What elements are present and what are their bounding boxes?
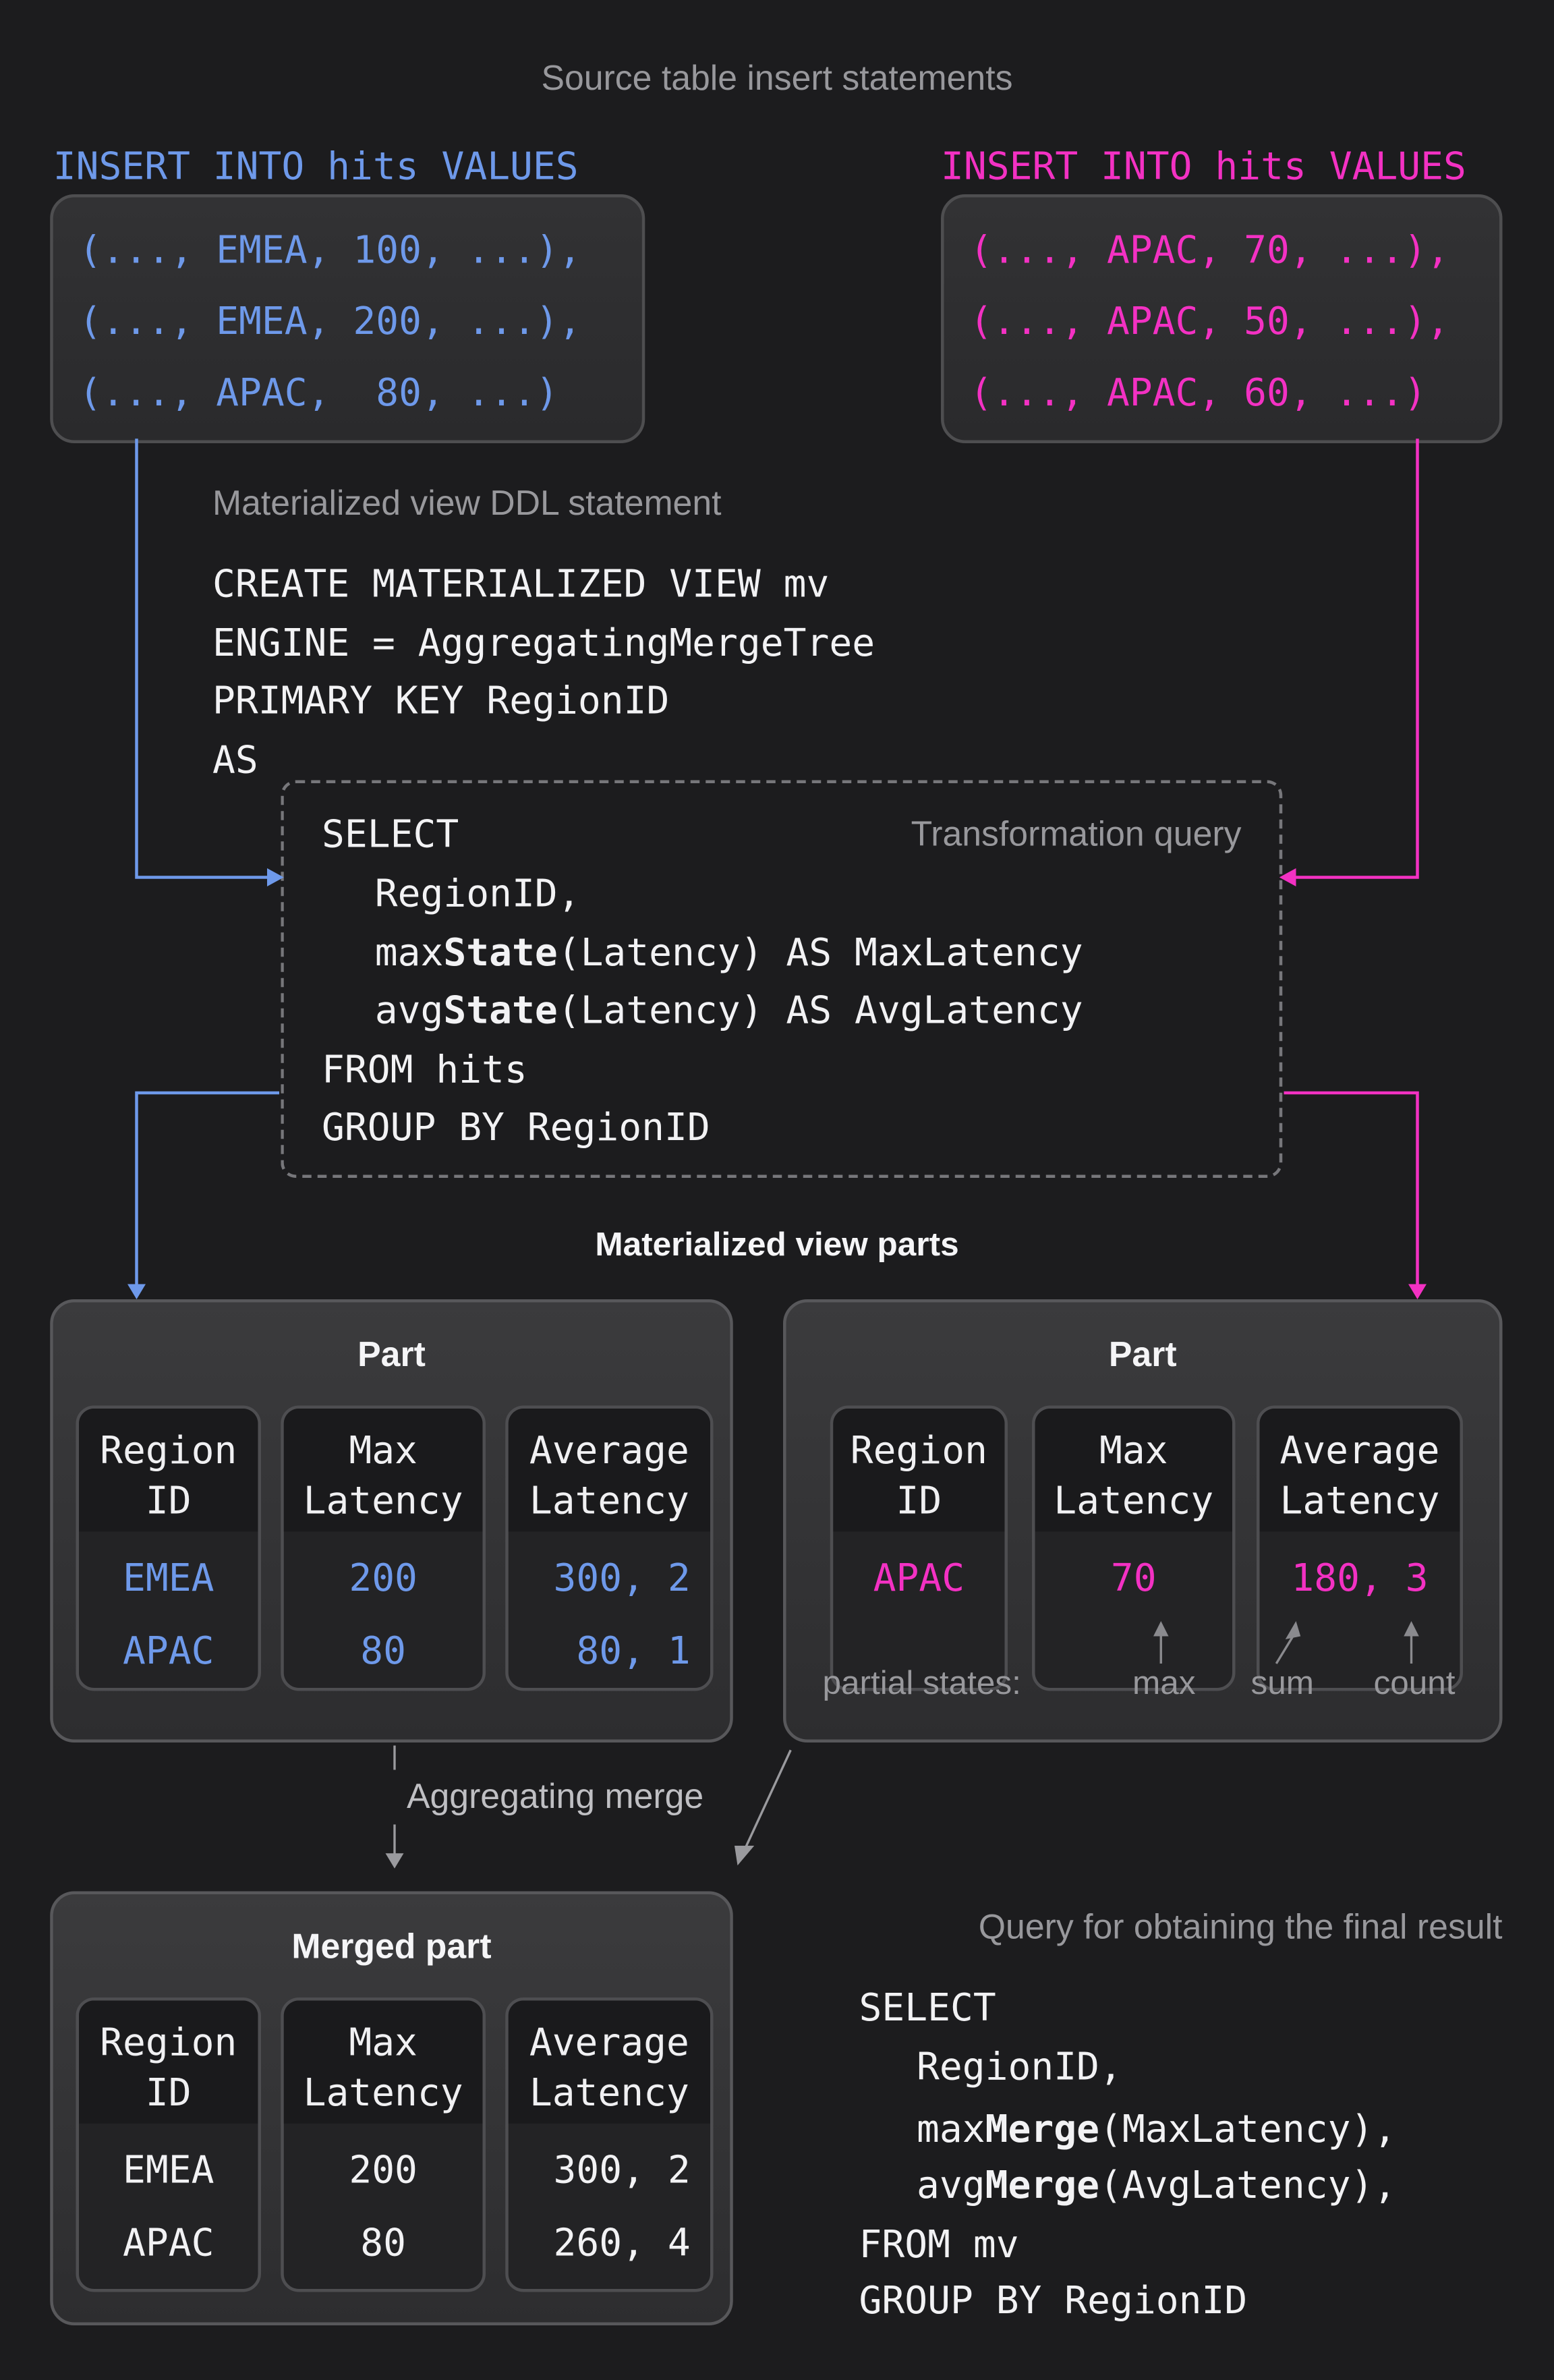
arrow-right-part-to-merged bbox=[735, 1749, 792, 1866]
arrow-query-to-left-part bbox=[127, 1091, 279, 1299]
partial-state-max: max bbox=[1132, 1664, 1196, 1702]
fq-line-region: RegionID, bbox=[917, 2044, 1122, 2089]
tq-line-select: SELECT bbox=[322, 812, 459, 856]
arrow-right-insert-to-query bbox=[1279, 438, 1419, 886]
insert-right-row: (..., APAC, 70, ...), bbox=[969, 227, 1449, 272]
insert-right-header: INSERT INTO hits VALUES bbox=[941, 144, 1466, 188]
fq-line-from: FROM mv bbox=[859, 2222, 1019, 2267]
transformation-query-label: Transformation query bbox=[911, 814, 1242, 853]
tq-line-group: GROUP BY RegionID bbox=[322, 1105, 710, 1150]
fq-line-select: SELECT bbox=[859, 1985, 996, 2030]
tq-line-from: FROM hits bbox=[322, 1047, 527, 1092]
arrow-left-part-to-merged bbox=[385, 1745, 404, 1869]
tq-line-region: RegionID, bbox=[374, 871, 581, 915]
partial-state-sum: sum bbox=[1250, 1664, 1315, 1702]
ddl-line: CREATE MATERIALIZED VIEW mv bbox=[212, 561, 830, 606]
insert-left-row: (..., APAC, 80, ...) bbox=[79, 370, 559, 415]
partial-state-count: count bbox=[1373, 1664, 1456, 1702]
ddl-line: PRIMARY KEY RegionID bbox=[212, 678, 670, 722]
merged-part-title: Merged part bbox=[291, 1926, 492, 1966]
insert-left-row: (..., EMEA, 100, ...), bbox=[79, 227, 582, 272]
tq-line-avg: avgState(Latency) AS AvgLatency bbox=[374, 988, 1083, 1032]
partial-states-row: partial states: max sum count bbox=[786, 1664, 1500, 1709]
fq-line-group: GROUP BY RegionID bbox=[859, 2278, 1248, 2323]
parts-section-title: Materialized view parts bbox=[595, 1224, 959, 1263]
insert-right-row: (..., APAC, 60, ...) bbox=[969, 370, 1427, 415]
page-title: Source table insert statements bbox=[541, 57, 1013, 98]
fq-line-avg: avgMerge(AvgLatency), bbox=[917, 2163, 1397, 2207]
fq-line-max: maxMerge(MaxLatency), bbox=[917, 2107, 1397, 2151]
ddl-line: AS bbox=[212, 737, 258, 782]
right-part-title: Part bbox=[1108, 1334, 1177, 1374]
insert-left-header: INSERT INTO hits VALUES bbox=[53, 144, 579, 188]
ddl-line: ENGINE = AggregatingMergeTree bbox=[212, 621, 875, 665]
insert-left-box: (..., EMEA, 100, ...), (..., EMEA, 200, … bbox=[50, 194, 645, 443]
partial-states-label: partial states: bbox=[822, 1664, 1021, 1702]
transformation-query-box: Transformation query SELECT RegionID, ma… bbox=[281, 780, 1283, 1178]
ddl-label: Materialized view DDL statement bbox=[212, 482, 722, 523]
insert-right-box: (..., APAC, 70, ...), (..., APAC, 50, ..… bbox=[941, 194, 1503, 443]
aggregating-merge-label: Aggregating merge bbox=[407, 1776, 704, 1816]
final-query-label: Query for obtaining the final result bbox=[978, 1906, 1503, 1946]
insert-left-row: (..., EMEA, 200, ...), bbox=[79, 299, 582, 343]
insert-right-row: (..., APAC, 50, ...), bbox=[969, 299, 1449, 343]
left-part-title: Part bbox=[357, 1334, 426, 1374]
arrow-query-to-right-part bbox=[1284, 1091, 1427, 1299]
tq-line-max: maxState(Latency) AS MaxLatency bbox=[374, 930, 1083, 975]
